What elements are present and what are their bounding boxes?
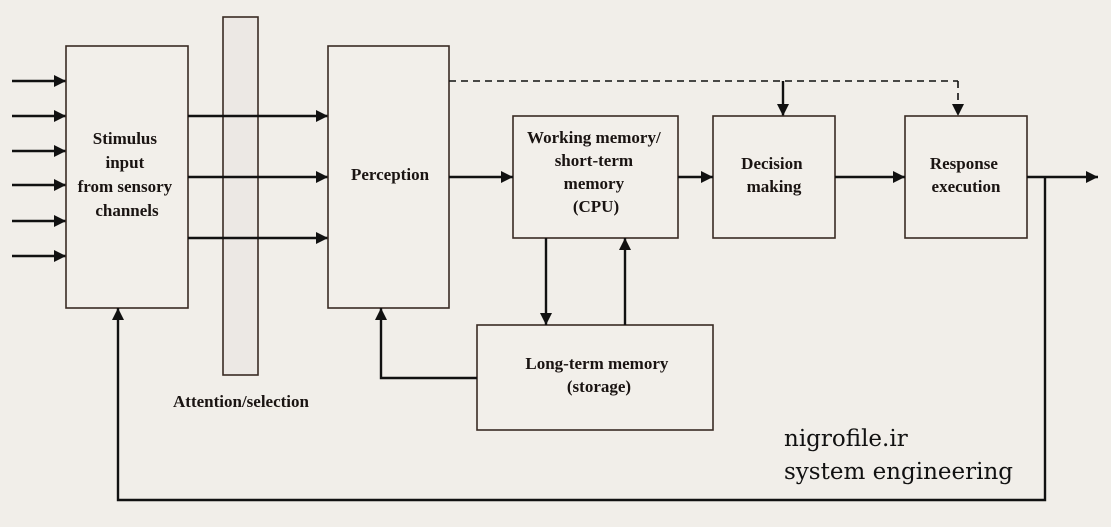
decision-making-label: Decision making: [741, 154, 807, 196]
response-execution-label: Response execution: [930, 154, 1002, 196]
stimulus-input-box: [65, 45, 189, 309]
feedback-loop-arrow: [112, 177, 1047, 502]
perception-box: [327, 45, 450, 309]
working-memory-label-line: short-term: [555, 151, 633, 170]
response-execution-box: [904, 115, 1028, 239]
attention-selection-label: Attention/selection: [173, 392, 310, 411]
long-term-memory-label-line: Long-term memory: [525, 354, 669, 373]
stimulus-label: Stimulus input from sensory channels: [78, 129, 177, 220]
decision-making-label-line: making: [747, 177, 802, 196]
long-term-memory-label-line: (storage): [567, 377, 631, 396]
working-memory-label-line: (CPU): [573, 197, 619, 216]
long-term-to-perception-arrow: [375, 308, 477, 380]
response-execution-label-line: Response: [930, 154, 998, 173]
working-memory-label: Working memory/ short-term memory (CPU): [527, 128, 665, 216]
stimulus-label-line: from sensory: [78, 177, 173, 196]
attention-selection-bar: [222, 16, 259, 376]
perception-label: Perception: [351, 165, 430, 184]
stimulus-label-line: channels: [95, 201, 159, 220]
response-execution-label-line: execution: [932, 177, 1001, 196]
working-memory-label-line: memory: [564, 174, 625, 193]
working-memory-label-line: Working memory/: [527, 128, 661, 147]
watermark-site: nigrofile.ir: [784, 426, 908, 452]
decision-making-label-line: Decision: [741, 154, 803, 173]
stimulus-label-line: Stimulus: [93, 129, 158, 148]
watermark-subtitle: system engineering: [784, 459, 1013, 485]
input-arrows: [12, 75, 66, 262]
working-memory-box: [512, 115, 679, 239]
long-term-memory-label: Long-term memory (storage): [525, 354, 672, 396]
decision-making-box: [712, 115, 836, 239]
stimulus-label-line: input: [106, 153, 145, 172]
